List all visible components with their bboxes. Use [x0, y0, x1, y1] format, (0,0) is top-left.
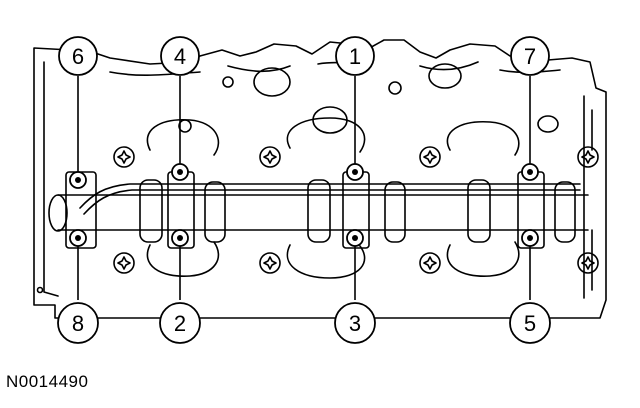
- callout-label-4: 4: [174, 44, 186, 69]
- small-hole: [222, 76, 234, 88]
- cam-lobe: [204, 181, 226, 243]
- head-bolt: [419, 146, 441, 168]
- camshaft-end: [48, 194, 68, 232]
- torx-star: [117, 150, 595, 164]
- oil-tube: [79, 183, 581, 209]
- small-hole: [36, 286, 44, 294]
- head-bolt: [419, 252, 441, 274]
- head-bolt: [259, 146, 281, 168]
- oil-tube: [83, 189, 581, 215]
- callout-label-2: 2: [174, 311, 186, 336]
- callout-circle-6: [58, 36, 98, 76]
- port-opening: [312, 106, 348, 134]
- cam-lobe: [467, 179, 491, 243]
- callout-label-3: 3: [349, 311, 361, 336]
- port-opening: [428, 63, 462, 89]
- callout-label-8: 8: [72, 311, 84, 336]
- left-flange: [43, 61, 59, 297]
- head-bolt: [577, 146, 599, 168]
- callout-label-1: 1: [349, 44, 361, 69]
- callout-label-6: 6: [72, 44, 84, 69]
- port-opening: [537, 115, 559, 133]
- head-outline: [33, 39, 607, 319]
- port-opening: [253, 67, 291, 97]
- cam-lobe: [554, 181, 576, 243]
- callout-circle-1: [335, 36, 375, 76]
- callout-label-7: 7: [524, 44, 536, 69]
- head-bolt: [113, 252, 135, 274]
- torx-star: [117, 256, 595, 270]
- callout-circle-5: [509, 302, 551, 344]
- callout-circle-2: [159, 302, 201, 344]
- head-bolt: [113, 146, 135, 168]
- cam-lobe: [384, 181, 406, 243]
- callout-circle-7: [510, 36, 550, 76]
- cam-lobe: [307, 179, 331, 243]
- cam-lobe: [139, 179, 163, 243]
- callout-circle-3: [334, 302, 376, 344]
- casting-contour: [146, 241, 520, 279]
- callout-label-5: 5: [524, 311, 536, 336]
- small-hole: [388, 81, 402, 95]
- head-bolt: [577, 252, 599, 274]
- callout-circle-4: [160, 36, 200, 76]
- figure-id: N0014490: [6, 372, 89, 391]
- callout-circle-8: [57, 302, 99, 344]
- head-bolt: [259, 252, 281, 274]
- casting-contour: [146, 117, 520, 156]
